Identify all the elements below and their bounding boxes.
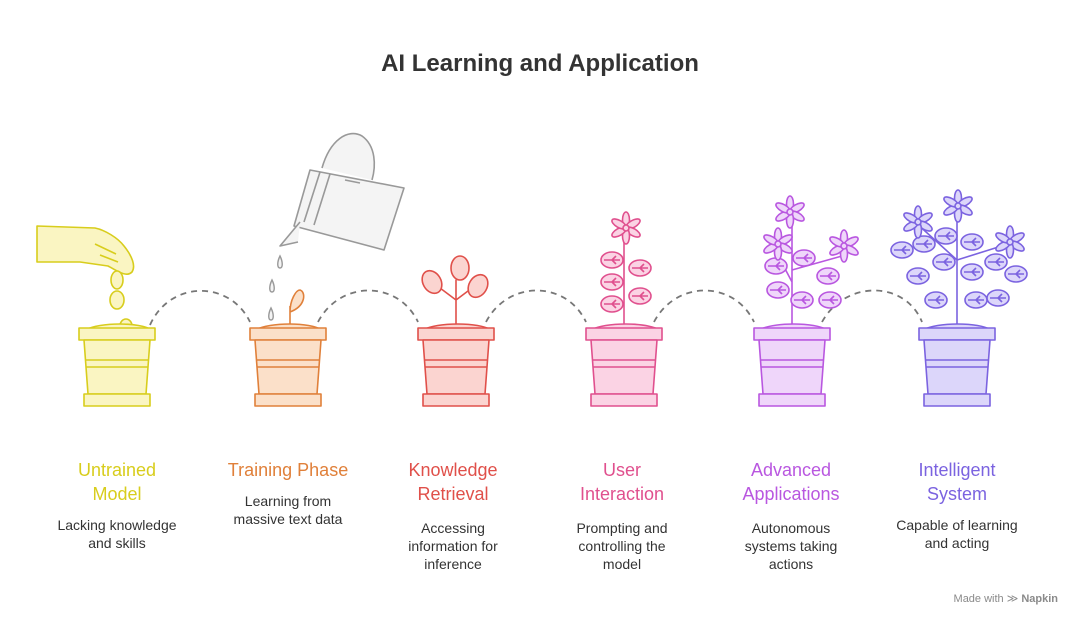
title-line: System	[926, 484, 987, 504]
stage-title: Advanced Applications	[716, 458, 866, 506]
stage-description: Accessing information for inference	[378, 519, 528, 573]
title-line: Interaction	[579, 484, 665, 504]
title-line: Untrained	[77, 460, 157, 480]
desc-line: controlling the	[578, 538, 666, 554]
title-line: Knowledge	[408, 460, 498, 480]
stage-5-illustration	[753, 195, 861, 407]
desc-line: actions	[768, 556, 814, 572]
desc-line: massive text data	[233, 511, 343, 527]
title-line: User	[602, 460, 641, 480]
napkin-logo-icon: ≫	[1006, 593, 1019, 605]
stage-title: User Interaction	[547, 458, 697, 506]
stage-title: Knowledge Retrieval	[378, 458, 528, 506]
stage-3-illustration	[417, 255, 495, 407]
made-with-text: Made with	[953, 593, 1004, 605]
stage-title: Training Phase	[213, 458, 363, 482]
title-line: Retrieval	[417, 484, 489, 504]
napkin-credit[interactable]: Made with ≫ Napkin	[954, 592, 1058, 605]
title-line: Model	[92, 484, 142, 504]
stage-2-illustration	[249, 289, 327, 407]
desc-line: Prompting and	[576, 520, 668, 536]
stage-description: Lacking knowledge and skills	[42, 516, 192, 552]
desc-line: Learning from	[244, 493, 332, 509]
watering-can-icon	[279, 132, 405, 251]
stage-1-illustration	[36, 225, 156, 407]
desc-line: Autonomous	[751, 520, 831, 536]
diagram-title: AI Learning and Application	[381, 50, 699, 77]
stage-6-illustration	[890, 189, 1028, 407]
stage-4-illustration	[585, 211, 663, 407]
desc-line: information for	[408, 538, 498, 554]
desc-line: and acting	[924, 535, 990, 551]
stage-description: Capable of learning and acting	[882, 516, 1032, 552]
desc-line: Capable of learning	[896, 517, 1018, 533]
title-line: Advanced	[750, 460, 832, 480]
stage-description: Prompting and controlling the model	[547, 519, 697, 573]
desc-line: systems taking	[744, 538, 838, 554]
desc-line: Accessing	[421, 520, 485, 536]
connector-arcs	[149, 289, 923, 326]
stage-title: Intelligent System	[882, 458, 1032, 506]
title-line: Applications	[742, 484, 840, 504]
stage-description: Autonomous systems taking actions	[716, 519, 866, 573]
hand-icon	[36, 225, 135, 275]
desc-line: inference	[424, 556, 482, 572]
napkin-brand: Napkin	[1021, 593, 1058, 605]
desc-line: Lacking knowledge	[57, 517, 177, 533]
desc-line: model	[602, 556, 642, 572]
stage-title: Untrained Model	[42, 458, 192, 506]
title-line: Intelligent	[918, 460, 996, 480]
stage-description: Learning from massive text data	[213, 492, 363, 528]
desc-line: and skills	[88, 535, 146, 551]
water-drops	[268, 254, 283, 321]
title-line: Training Phase	[227, 460, 349, 480]
